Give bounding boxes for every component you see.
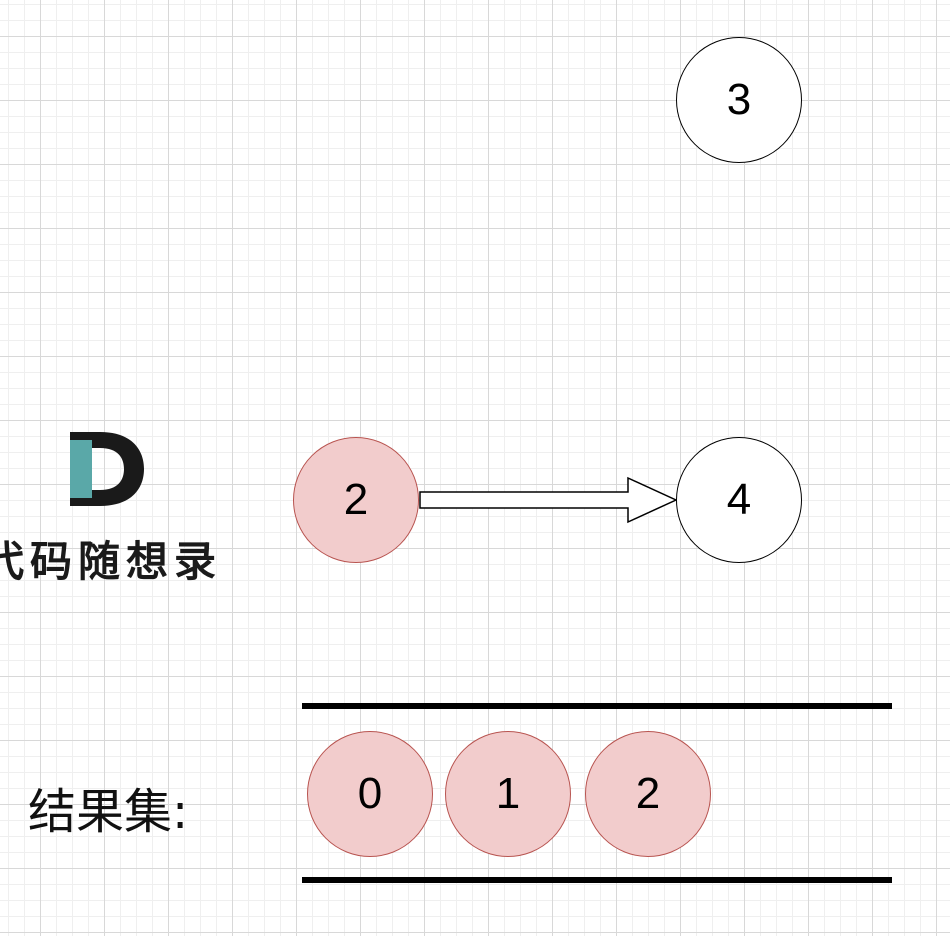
graph-node-2: 2 xyxy=(293,437,419,563)
result-item: 2 xyxy=(585,731,711,857)
result-set-label: 结果集: xyxy=(28,784,189,840)
logo-d-icon xyxy=(70,432,144,506)
result-item: 1 xyxy=(445,731,571,857)
result-top-bar xyxy=(302,703,892,709)
graph-node-4: 4 xyxy=(676,437,802,563)
graph-node-3: 3 xyxy=(676,37,802,163)
result-bottom-bar xyxy=(302,877,892,883)
result-item: 0 xyxy=(307,731,433,857)
watermark-logo xyxy=(70,432,144,506)
watermark-text: 代码随想录 xyxy=(0,537,223,586)
